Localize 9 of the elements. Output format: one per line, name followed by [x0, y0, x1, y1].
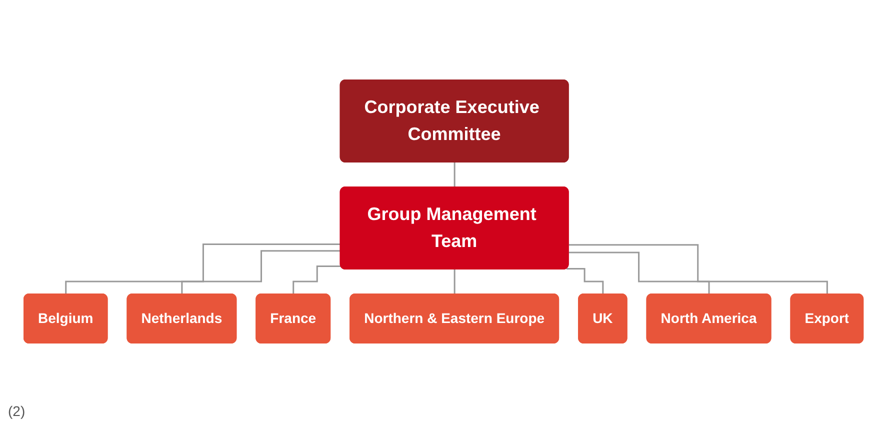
- connector: [292, 265, 342, 296]
- connector: [568, 252, 710, 296]
- connector: [568, 244, 828, 296]
- connector: [454, 268, 456, 296]
- connector: [566, 268, 604, 296]
- connector: [65, 243, 341, 296]
- connector: [454, 162, 456, 188]
- connector: [181, 250, 341, 296]
- note-text: (2): [8, 403, 26, 419]
